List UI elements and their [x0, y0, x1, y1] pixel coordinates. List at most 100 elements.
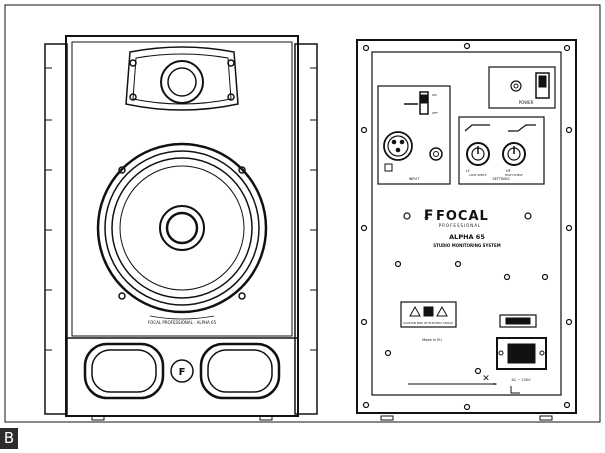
warning-triangle-right [436, 305, 448, 317]
knob-left-label: LF [466, 169, 470, 173]
fuse-cap [505, 317, 531, 325]
xlr-input [383, 131, 413, 161]
input-sensitivity-switch [419, 91, 429, 115]
settings-section [458, 116, 545, 185]
tweeter-screw-tr [227, 59, 235, 67]
woofer-screw-bl [118, 292, 126, 300]
brand-sub: PROFESSIONAL [439, 223, 482, 228]
plate-screw-4 [541, 273, 549, 281]
bass-port-left-inner [91, 349, 157, 393]
baffle-text-arc [149, 315, 215, 320]
switch-off-label: OFF [432, 111, 438, 115]
bass-port-right-inner [207, 349, 273, 393]
mains-label: AC ~ 230V [511, 378, 531, 382]
tweeter-screw-bl [129, 93, 137, 101]
weee-label: EU [493, 382, 497, 386]
weee-bin-icon: ✕ [482, 374, 490, 384]
rear-foot-left [380, 415, 394, 421]
input-symbol [384, 163, 393, 172]
xlr-input-ring [387, 135, 409, 157]
front-logo-letter: F [179, 367, 186, 378]
power-label: POWER [519, 100, 534, 105]
brand-name: FOCAL [436, 209, 489, 224]
plate-screw-6 [474, 367, 482, 375]
woofer-screw-tl [118, 166, 126, 174]
bass-port-left [83, 342, 165, 400]
serial-text: Made in EU [422, 338, 442, 342]
input-label: INPUT [409, 177, 420, 181]
knob-right-label: HF [506, 169, 511, 173]
xlr-pin-2 [399, 139, 405, 145]
bass-port-right [199, 342, 281, 400]
rear-perimeter-screws [360, 42, 573, 411]
rear-cabinet [356, 39, 577, 414]
woofer-dust-cap [165, 211, 199, 245]
front-foot-left [91, 415, 105, 421]
woofer-surround-outer [96, 142, 268, 314]
plate-screw-2 [454, 260, 462, 268]
settings-label: SETTINGS [492, 177, 510, 181]
baffle-text: FOCAL PROFESSIONAL · ALPHA 65 [148, 320, 217, 325]
xlr-pin-1 [391, 139, 397, 145]
hf-knob [502, 142, 526, 166]
woofer-surround [104, 150, 260, 306]
lf-knob [466, 142, 490, 166]
power-led [510, 80, 522, 92]
power-section [488, 66, 556, 109]
iec-mains-socket [496, 337, 547, 370]
switch-on-label: ON [432, 93, 437, 97]
iec-screw-right [539, 350, 545, 356]
iec-socket-inner [507, 343, 536, 364]
front-logo-badge [170, 359, 194, 383]
figure-frame [4, 4, 601, 423]
input-section [377, 85, 451, 185]
front-cabinet [65, 35, 299, 417]
input-switch-toggle [420, 94, 428, 104]
brand-logo-mark: ₣ [423, 208, 433, 224]
tweeter-dome [167, 67, 197, 97]
fuse-holder [499, 314, 537, 328]
knob-right-sub: HIGH SHELF [505, 173, 523, 177]
woofer-dust-cap-outer [159, 205, 205, 251]
warning-center-block [423, 306, 434, 317]
power-switch-rocker [538, 75, 547, 88]
tweeter-screw-br [227, 93, 235, 101]
tweeter-waveguide [160, 60, 204, 104]
tweeter-screw-tl [129, 59, 137, 67]
power-led-center [513, 83, 519, 89]
plate-screw-1 [394, 260, 402, 268]
front-baffle [71, 41, 293, 337]
tagline: STUDIO MONITORING SYSTEM [433, 243, 501, 248]
hf-curve-icon [508, 124, 536, 132]
woofer-screw-br [238, 292, 246, 300]
brand-screw-right [524, 212, 532, 220]
rca-input-center [433, 151, 439, 157]
front-foot-right [259, 415, 273, 421]
right-side-rail [294, 43, 318, 415]
front-speaker [44, 35, 318, 421]
xlr-pin-3 [395, 147, 401, 153]
warning-label [400, 301, 457, 328]
warning-text: CAUTION RISK OF ELECTRIC SHOCK [403, 321, 453, 325]
woofer-screw-tr [238, 166, 246, 174]
knob-left-sub: LOW SHELF [469, 173, 487, 177]
power-switch [535, 72, 550, 99]
plate-screw-3 [503, 273, 511, 281]
warning-triangle-left [409, 305, 421, 317]
ground-mark [510, 386, 520, 394]
woofer-cone-edge [111, 157, 253, 299]
lf-curve-icon [464, 124, 490, 132]
brand-screw-left [403, 212, 411, 220]
rca-input [429, 147, 443, 161]
woofer-cone [119, 165, 245, 291]
tweeter-plate [125, 46, 239, 111]
rear-speaker [356, 39, 577, 421]
plate-screw-5 [384, 349, 392, 357]
panel-label-badge: B [0, 428, 18, 449]
iec-screw-left [498, 350, 504, 356]
rear-plate [371, 51, 562, 396]
model-name: ALPHA 65 [449, 233, 485, 241]
rail-notches [45, 67, 317, 351]
